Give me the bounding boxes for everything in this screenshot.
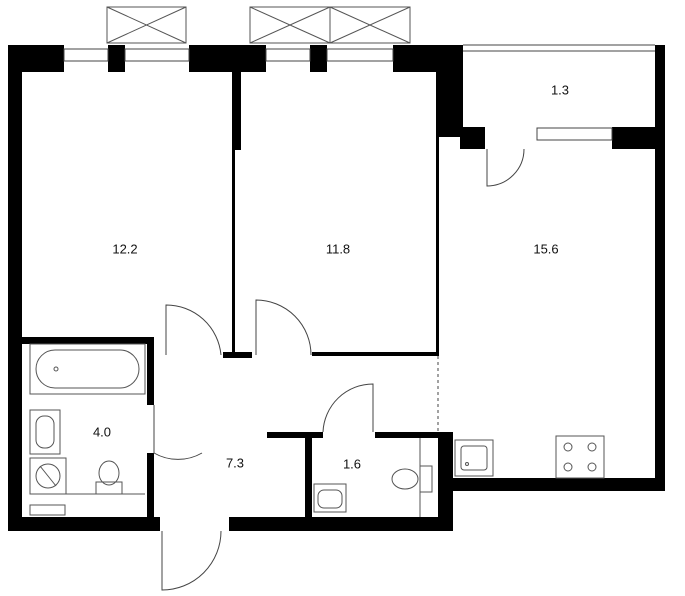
door-bedroom-left [165, 304, 222, 356]
bathroom-sink [29, 409, 61, 455]
bathtub [29, 343, 146, 395]
area-label-bathroom: 4.0 [93, 424, 111, 439]
balcony-railing [463, 44, 655, 52]
bathtub-inner [35, 349, 140, 389]
window-bedroom-middle-a [265, 48, 311, 62]
exterior-planters [106, 6, 411, 44]
window-bedroom-left-b [124, 48, 190, 62]
window-bedroom-left-a [63, 48, 109, 62]
doors [153, 148, 525, 591]
toilet-fixtures [313, 438, 433, 517]
bathtub-drain-icon [53, 366, 59, 372]
kitchen-drain-icon [465, 462, 469, 466]
door-bathroom [153, 405, 203, 460]
door-toilet [322, 383, 374, 433]
planter-middle-b [329, 6, 411, 44]
kitchen-sink [454, 439, 494, 477]
area-label-balcony: 1.3 [551, 82, 569, 97]
walls [8, 45, 665, 531]
door-entrance [161, 530, 222, 591]
room-labels: 12.2 11.8 1.3 15.6 4.0 7.3 1.6 [93, 82, 569, 471]
burner-icon [587, 442, 597, 452]
door-balcony [486, 148, 525, 187]
toilet-sink [313, 483, 347, 513]
stove [555, 435, 605, 479]
area-label-bedroom-middle: 11.8 [326, 241, 350, 256]
bathroom-fixtures [29, 343, 146, 516]
area-label-hallway: 7.3 [226, 455, 244, 470]
burner-icon [563, 462, 573, 472]
toilet-wc [419, 465, 433, 493]
toilet-bathroom [95, 481, 123, 495]
area-label-kitchen-living: 15.6 [533, 241, 558, 256]
kitchen-fixtures [454, 435, 605, 479]
window-balcony [536, 127, 613, 141]
area-label-toilet: 1.6 [343, 456, 361, 471]
windows [63, 48, 613, 141]
area-label-bedroom-left: 12.2 [112, 241, 137, 256]
window-bedroom-middle-b [326, 48, 394, 62]
burner-icon [563, 442, 573, 452]
burner-icon [587, 462, 597, 472]
planter-left [106, 6, 187, 44]
bathroom-shelf [29, 504, 66, 516]
door-bedroom-middle [255, 299, 312, 356]
washing-machine-icon [35, 463, 61, 489]
washing-machine [29, 457, 67, 495]
